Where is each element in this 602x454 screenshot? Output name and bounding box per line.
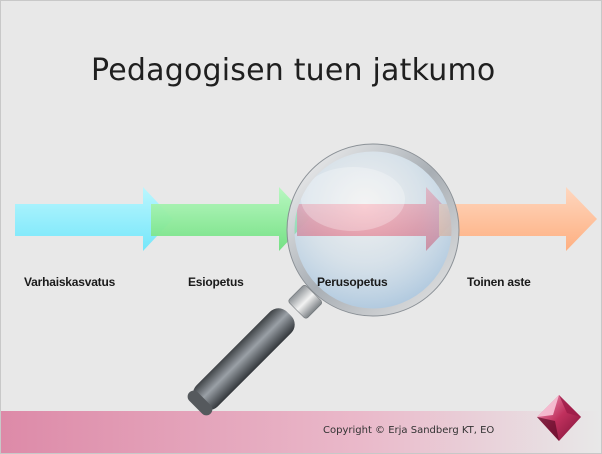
- footer-band: [1, 411, 601, 453]
- stage-label-varhaiskasvatus: Varhaiskasvatus: [24, 275, 116, 289]
- stage-label-esiopetus: Esiopetus: [188, 275, 244, 289]
- stage-label-toinen-aste: Toinen aste: [467, 275, 531, 289]
- gem-icon: [537, 395, 581, 441]
- stage-arrow-toinen-aste: [439, 187, 597, 251]
- stage-label-perusopetus: Perusopetus: [317, 275, 388, 289]
- magnifier-lens-area: [291, 148, 455, 312]
- slide-title: Pedagogisen tuen jatkumo: [91, 53, 496, 88]
- magnifying-glass-icon: [187, 143, 460, 416]
- copyright-text: Copyright © Erja Sandberg KT, EO: [323, 425, 495, 436]
- stage-arrow-esiopetus: [151, 187, 309, 251]
- stage-arrow-varhaiskasvatus: [15, 187, 173, 251]
